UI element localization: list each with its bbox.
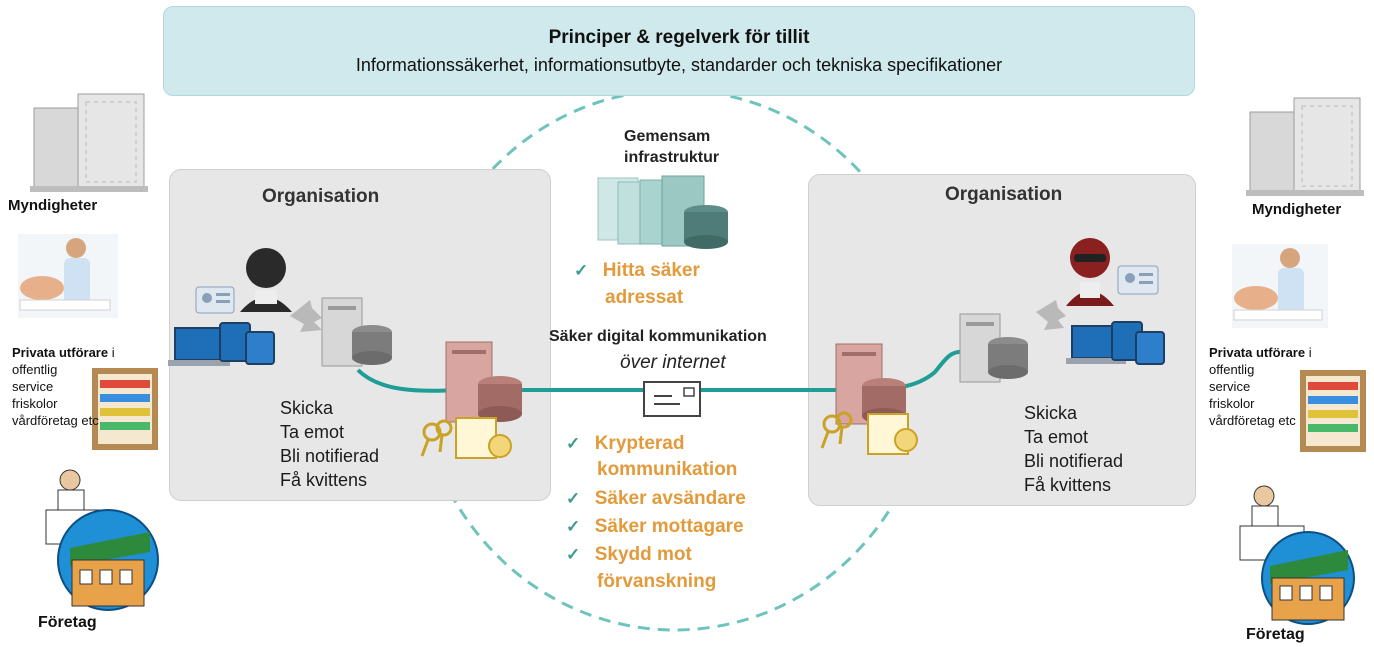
check-icon: ✓: [566, 434, 581, 453]
left-business-picture: [45, 469, 159, 611]
feature-encrypted-line-2: kommunikation: [597, 459, 738, 480]
left-label-foretag: Företag: [38, 614, 97, 631]
check-icon: ✓: [574, 261, 589, 280]
check-icon: ✓: [566, 489, 581, 508]
right-privata-bold: Privata utförare: [1209, 345, 1306, 360]
left-two-way-arrow: [290, 300, 322, 332]
feature-secure-sender: ✓ Säker avsändare: [566, 487, 746, 511]
left-privata-i: i: [108, 345, 115, 360]
right-privata-line-4: vårdföretag etc: [1209, 413, 1296, 428]
feature-secure-sender-label: Säker avsändare: [594, 488, 746, 509]
left-action-receipt: Få kvittens: [280, 470, 368, 490]
left-privata-line-1: offentlig: [12, 362, 58, 377]
left-label-privata: Privata utförare i offentlig service fri…: [12, 344, 115, 429]
left-certificate-icon: [455, 417, 512, 459]
infrastructure-title-line-1: Gemensam: [624, 128, 711, 145]
left-gateway-server-icon: [445, 341, 522, 423]
left-server-icon: [321, 297, 392, 367]
right-business-picture: [1239, 485, 1355, 625]
right-certificate-icon: [867, 413, 918, 455]
left-user-icon: [240, 248, 292, 312]
right-keys-icon: [820, 411, 853, 449]
find-recipient-line-2: adressat: [605, 287, 684, 308]
find-recipient-item: ✓ Hitta säker: [574, 259, 700, 283]
infrastructure-title-line-2: infrastruktur: [624, 149, 720, 166]
feature-encrypted-line-1: Krypterad: [594, 433, 685, 454]
left-actions-list: Skicka Ta emot Bli notifierad Få kvitten…: [280, 396, 379, 492]
secure-communication-title: Säker digital kommunikation: [549, 328, 767, 345]
right-action-notified: Bli notifierad: [1024, 451, 1124, 471]
right-privata-line-2: service: [1209, 379, 1251, 394]
right-label-myndigheter: Myndigheter: [1252, 201, 1342, 218]
feature-tamper-line-1: Skydd mot: [594, 544, 692, 565]
right-actions-list: Skicka Ta emot Bli notifierad Få kvitten…: [1024, 401, 1123, 497]
right-id-card-icon: [1117, 265, 1159, 295]
right-nurse-picture: [1232, 244, 1328, 328]
left-privata-bold: Privata utförare: [12, 345, 109, 360]
left-abacus-picture: [92, 368, 158, 450]
feature-encrypted: ✓ Krypterad: [566, 432, 684, 456]
feature-secure-recipient-label: Säker mottagare: [594, 516, 744, 537]
right-devices-icon: [1066, 321, 1165, 365]
right-building-icon: [1246, 97, 1364, 196]
left-privata-line-2: service: [12, 379, 54, 394]
left-keys-icon: [420, 419, 453, 457]
right-privata-line-1: offentlig: [1209, 362, 1255, 377]
infrastructure-servers-icon: [597, 175, 728, 249]
right-action-receive: Ta emot: [1024, 427, 1089, 447]
right-privata-line-3: friskolor: [1209, 396, 1255, 411]
banner-subtitle: Informationssäkerhet, informationsutbyte…: [355, 55, 1003, 75]
check-icon: ✓: [566, 545, 581, 564]
left-building-icon: [30, 93, 148, 192]
feature-tamper-line-2: förvanskning: [597, 571, 717, 592]
left-devices-icon: [168, 322, 275, 366]
left-privata-line-4: vårdföretag etc: [12, 413, 99, 428]
right-privata-i: i: [1305, 345, 1312, 360]
right-label-privata: Privata utförare i offentlig service fri…: [1209, 344, 1312, 429]
left-privata-line-3: friskolor: [12, 396, 58, 411]
left-label-myndigheter: Myndigheter: [8, 197, 98, 214]
left-action-send: Skicka: [280, 398, 334, 418]
right-user-icon: [1066, 238, 1114, 306]
feature-tamper-protection: ✓ Skydd mot: [566, 543, 692, 567]
left-id-card-icon: [195, 286, 235, 314]
envelope-icon: [643, 381, 701, 417]
right-server-icon: [959, 313, 1028, 383]
left-action-notified: Bli notifierad: [280, 446, 380, 466]
right-label-foretag: Företag: [1246, 626, 1305, 643]
left-nurse-picture: [18, 234, 118, 318]
left-action-receive: Ta emot: [280, 422, 345, 442]
check-icon: ✓: [566, 517, 581, 536]
feature-secure-recipient: ✓ Säker mottagare: [566, 515, 744, 539]
right-action-send: Skicka: [1024, 403, 1078, 423]
right-abacus-picture: [1300, 370, 1366, 452]
left-organisation-title: Organisation: [262, 186, 380, 207]
right-organisation-title: Organisation: [945, 184, 1063, 205]
right-action-receipt: Få kvittens: [1024, 475, 1112, 495]
find-recipient-line-1: Hitta säker: [602, 260, 700, 281]
principles-banner: Principer & regelverk för tillit Informa…: [163, 6, 1195, 96]
secure-communication-subtitle: över internet: [620, 352, 726, 373]
banner-title: Principer & regelverk för tillit: [548, 27, 810, 48]
right-two-way-arrow: [1036, 300, 1066, 330]
